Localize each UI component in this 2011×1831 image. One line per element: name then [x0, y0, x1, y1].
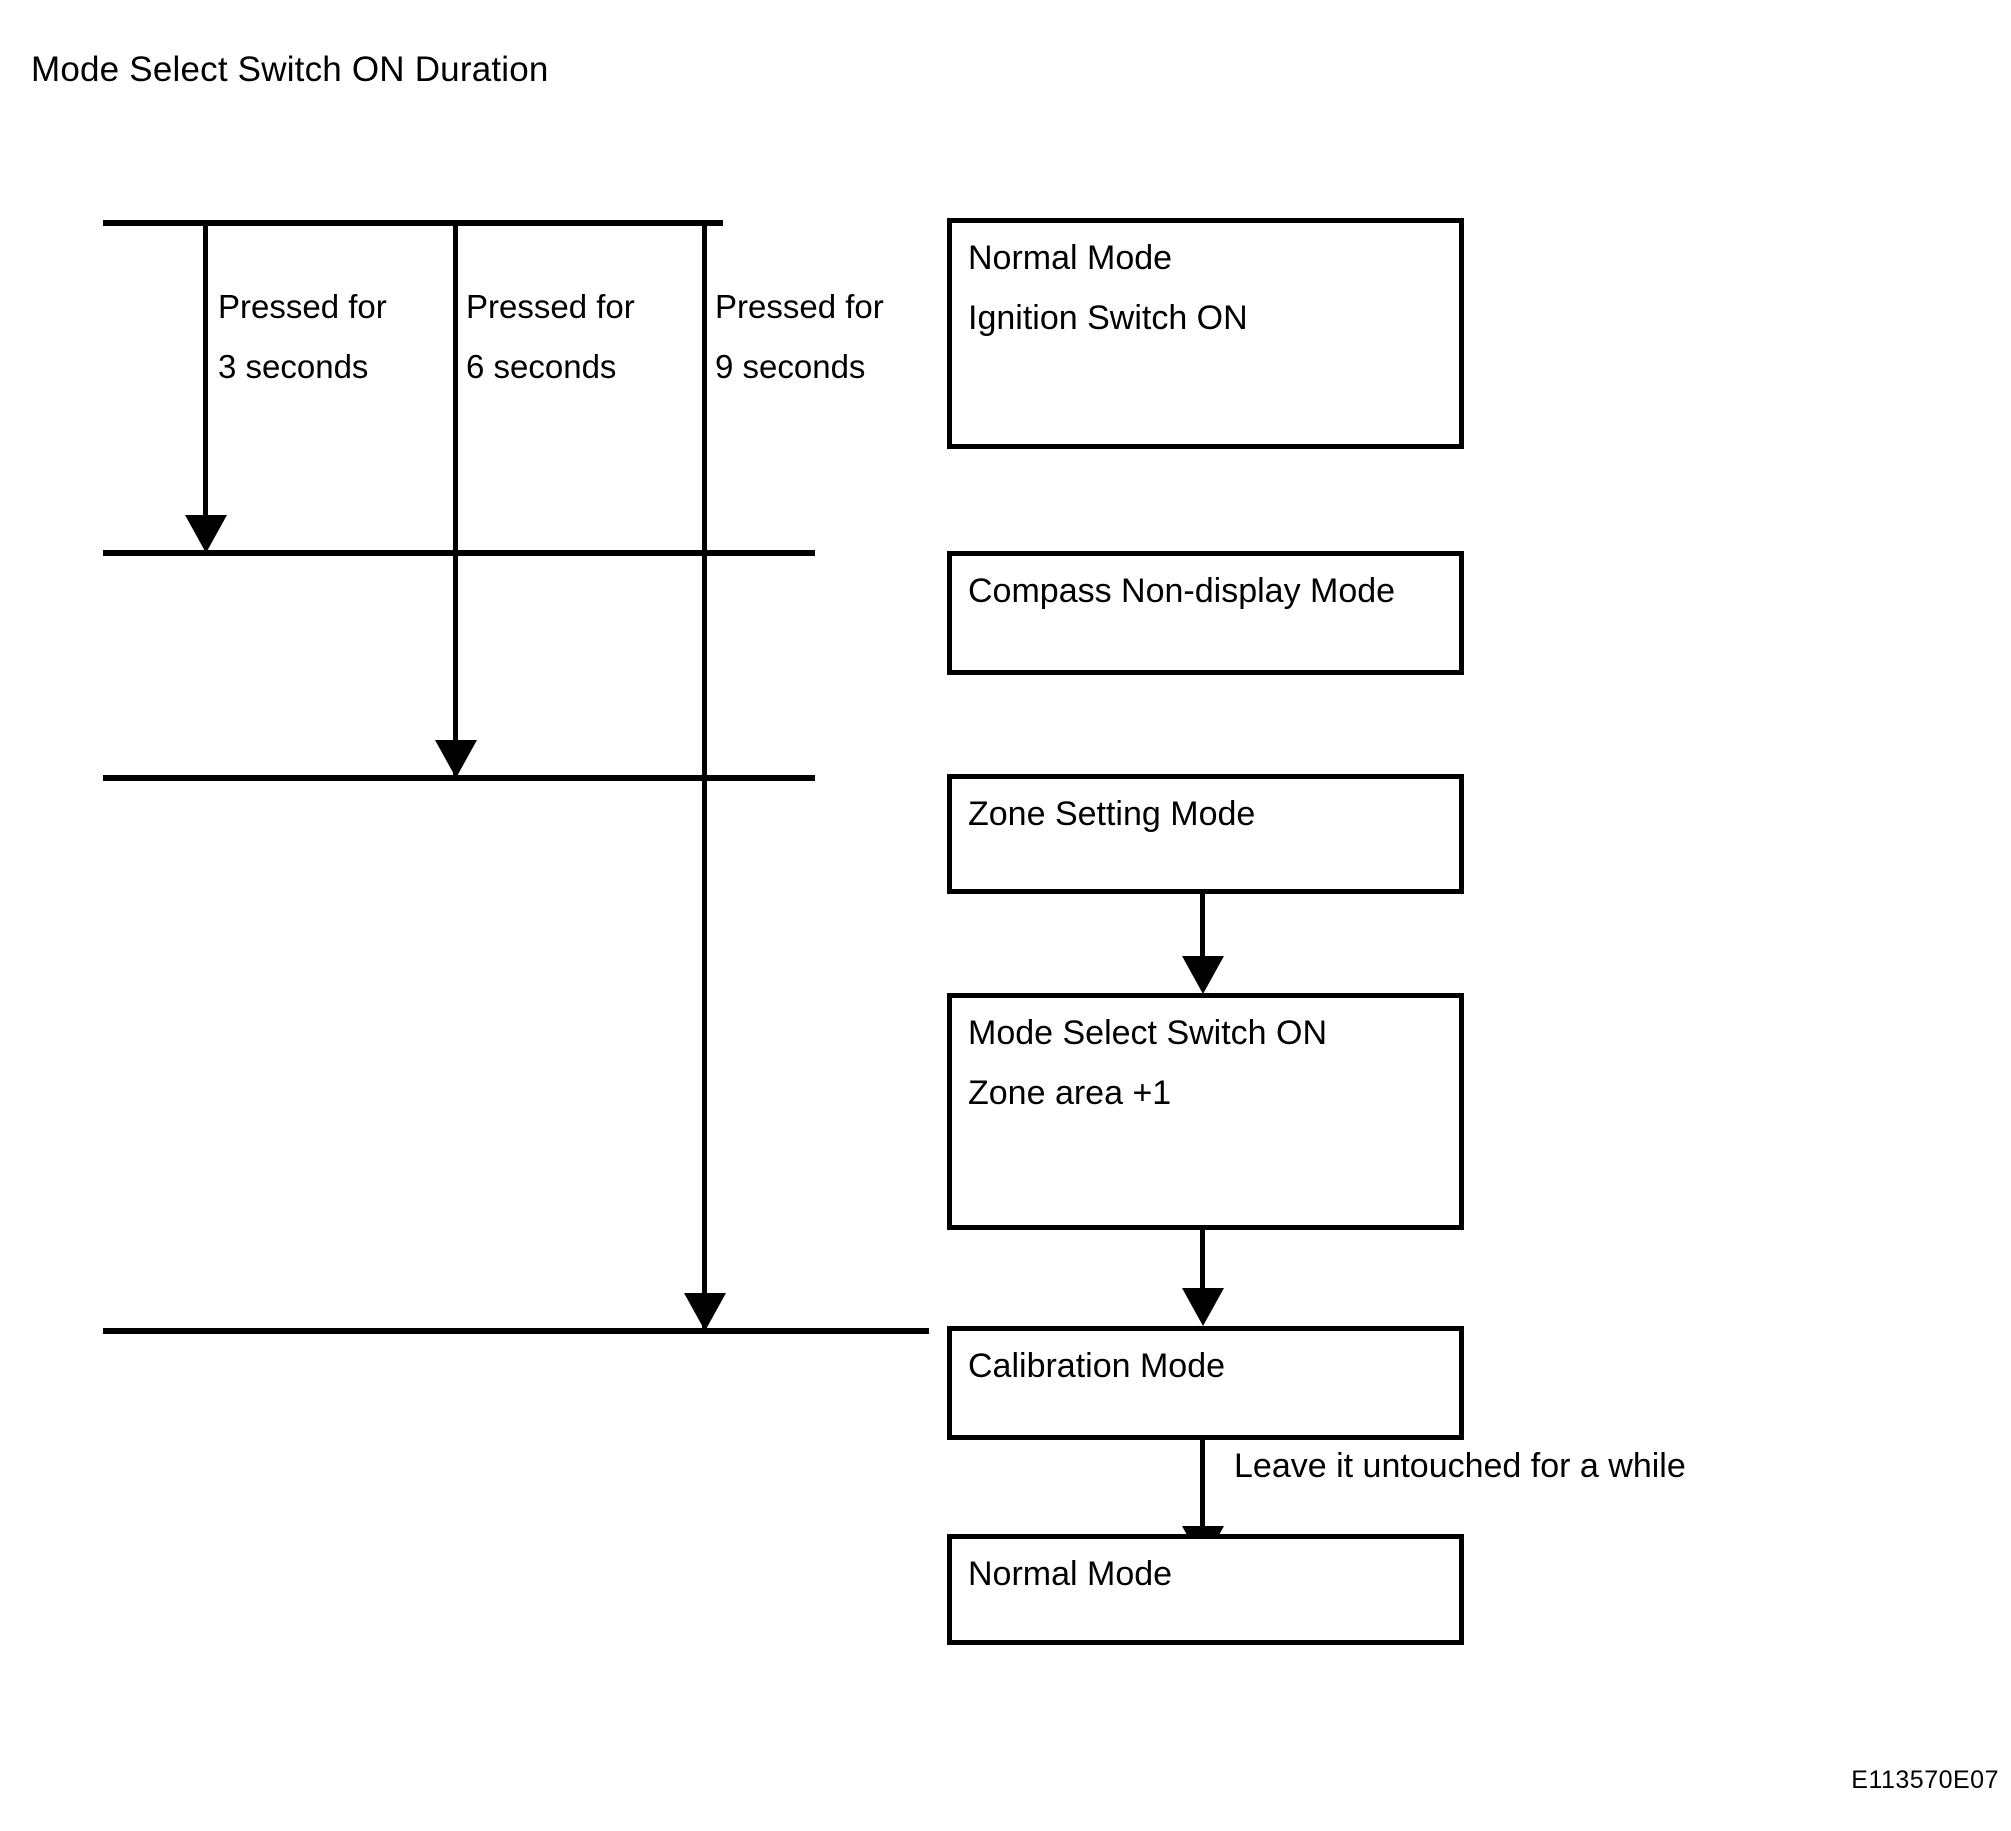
mode-box-zone-setting: Zone Setting Mode: [947, 774, 1464, 894]
arrow-stem-3s: [203, 220, 208, 520]
page-title: Mode Select Switch ON Duration: [31, 50, 549, 89]
timeline-line-6s: [103, 775, 815, 781]
mode-box-line-2: Ignition Switch ON: [968, 299, 1248, 337]
connector-head-switch-to-calibration: [1182, 1288, 1224, 1326]
connector-stem-zone-to-switch: [1200, 894, 1205, 961]
arrow-head-6s: [435, 740, 477, 778]
arrow-head-9s: [684, 1293, 726, 1331]
timeline-line-0: [103, 220, 723, 226]
arrow-stem-6s: [453, 220, 458, 745]
segment-label-9s-line1: Pressed for: [715, 288, 884, 325]
mode-box-compass-non-display: Compass Non-display Mode: [947, 551, 1464, 675]
connector-stem-switch-to-calibration: [1200, 1230, 1205, 1292]
segment-label-9s-line2: 9 seconds: [715, 348, 866, 385]
mode-box-line-1: Normal Mode: [968, 1555, 1173, 1593]
mode-box-line-1: Calibration Mode: [968, 1347, 1226, 1385]
reference-code: E113570E07: [1851, 1766, 1999, 1794]
mode-box-normal-mode-initial: Normal Mode Ignition Switch ON: [947, 218, 1464, 449]
mode-box-normal-mode-final: Normal Mode: [947, 1534, 1464, 1645]
mode-box-line-1: Mode Select Switch ON: [968, 1014, 1328, 1052]
mode-box-line-2: Zone area +1: [968, 1074, 1172, 1112]
mode-box-line-1: Normal Mode: [968, 239, 1173, 277]
segment-label-6s-line2: 6 seconds: [466, 348, 617, 385]
mode-box-mode-select-switch-on: Mode Select Switch ON Zone area +1: [947, 993, 1464, 1230]
mode-box-line-1: Zone Setting Mode: [968, 795, 1256, 833]
arrow-stem-9s: [702, 220, 707, 1298]
timeline-line-3s: [103, 550, 815, 556]
connector-stem-calibration-to-normal: [1200, 1440, 1205, 1530]
mode-box-calibration: Calibration Mode: [947, 1326, 1464, 1440]
segment-label-3s-line2: 3 seconds: [218, 348, 369, 385]
segment-label-3s-line1: Pressed for: [218, 288, 387, 325]
mode-box-line-1: Compass Non-display Mode: [968, 572, 1396, 610]
arrow-head-3s: [185, 515, 227, 553]
segment-label-6s-line1: Pressed for: [466, 288, 635, 325]
annotation-leave-untouched: Leave it untouched for a while: [1234, 1447, 1686, 1485]
connector-head-zone-to-switch: [1182, 956, 1224, 994]
timeline-line-9s: [103, 1328, 929, 1334]
